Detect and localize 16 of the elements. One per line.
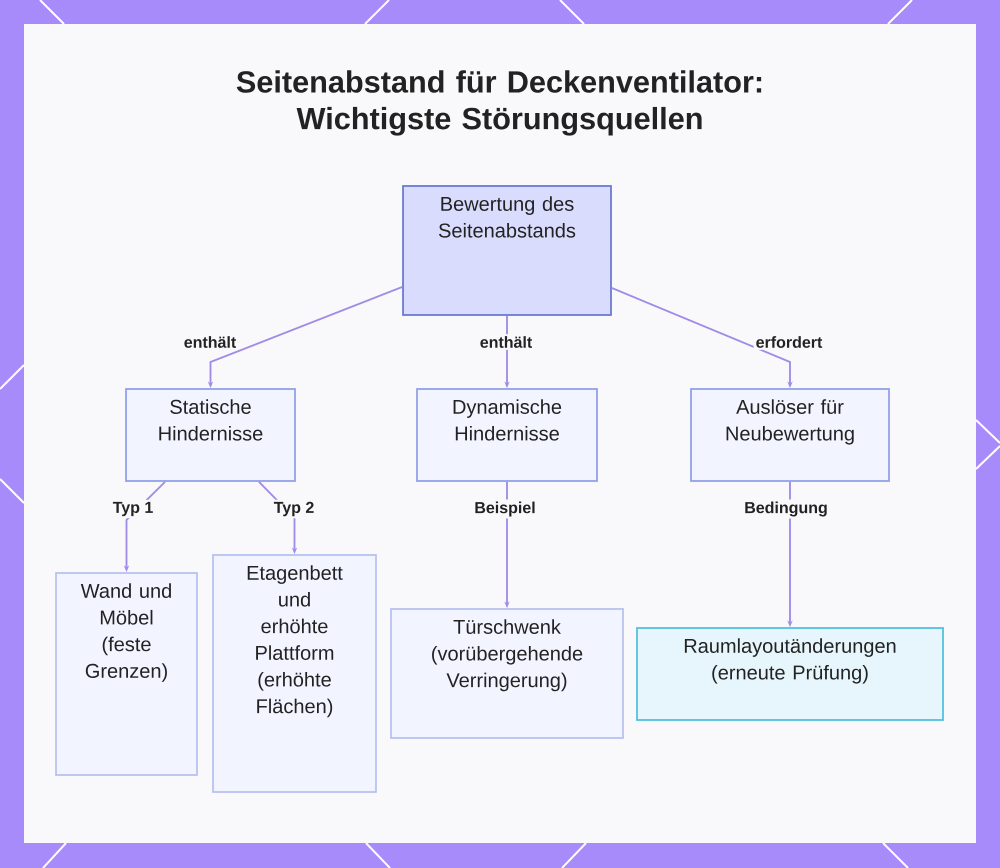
example-box: Wand und Möbel (feste Grenzen) [55,572,198,776]
example-box: Raumlayoutänderungen (erneute Prüfung) [636,627,944,721]
example-box: Türschwenk (vorübergehende Verringerung) [390,608,624,739]
example-box: Etagenbett und erhöhte Plattform (erhöhte Flächen) [212,554,377,793]
edge-label: Beispiel [472,500,538,518]
edge-label: enthält [182,334,238,350]
edge-label: Typ 2 [272,500,316,518]
edge-label: erfordert [754,334,824,350]
edge-label: Typ 1 [110,500,156,518]
topic-box: Bewertung des Seitenabstands [402,185,612,316]
edge-label: enthält [478,334,534,350]
category-box: Dynamische Hindernisse [416,388,598,482]
category-box: Auslöser für Neubewertung [690,388,890,482]
title: Seitenabstand für Deckenventilator: Wichtigste Störungsquellen [236,70,762,136]
category-box: Statische Hindernisse [125,388,296,482]
edge-label: Bedingung [742,500,830,518]
